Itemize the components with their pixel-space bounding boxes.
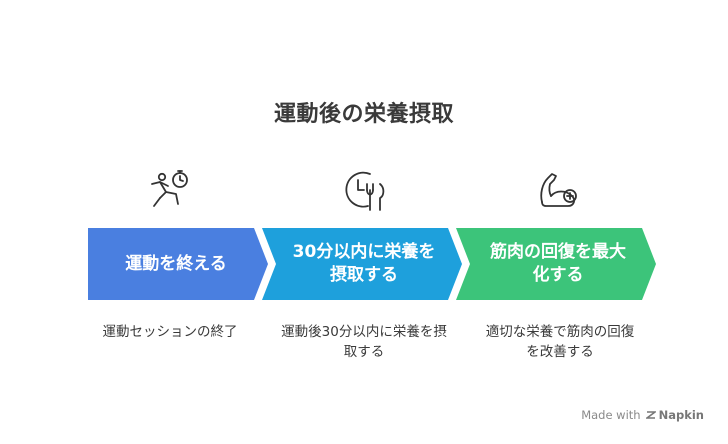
napkin-brand: Napkin [645, 408, 704, 422]
step-1-label: 運動を終える [125, 253, 227, 274]
flexed-arm-plus-icon [534, 166, 582, 214]
napkin-brand-text: Napkin [658, 408, 704, 422]
step-3-label: 筋肉の回復を最大化する [490, 242, 626, 285]
step-arrow-3 [456, 228, 656, 300]
clock-fork-knife-icon [340, 166, 388, 214]
step-arrow-1 [88, 228, 268, 300]
step-1-description: 運動セッションの終了 [102, 324, 238, 340]
napkin-watermark: Made with Napkin [581, 408, 704, 422]
step-2-label: 30分以内に栄養を摂取する [292, 242, 436, 285]
made-with-text: Made with [581, 408, 641, 422]
process-arrows [88, 228, 656, 300]
step-arrow-2 [262, 228, 462, 300]
napkin-logo-icon [645, 411, 656, 419]
step-2-description: 運動後30分以内に栄養を摂取する [281, 324, 447, 361]
running-person-stopwatch-icon [146, 166, 194, 214]
page-title: 運動後の栄養摂取 [273, 102, 454, 127]
step-3-description: 適切な栄養で筋肉の回復を改善する [485, 324, 635, 361]
